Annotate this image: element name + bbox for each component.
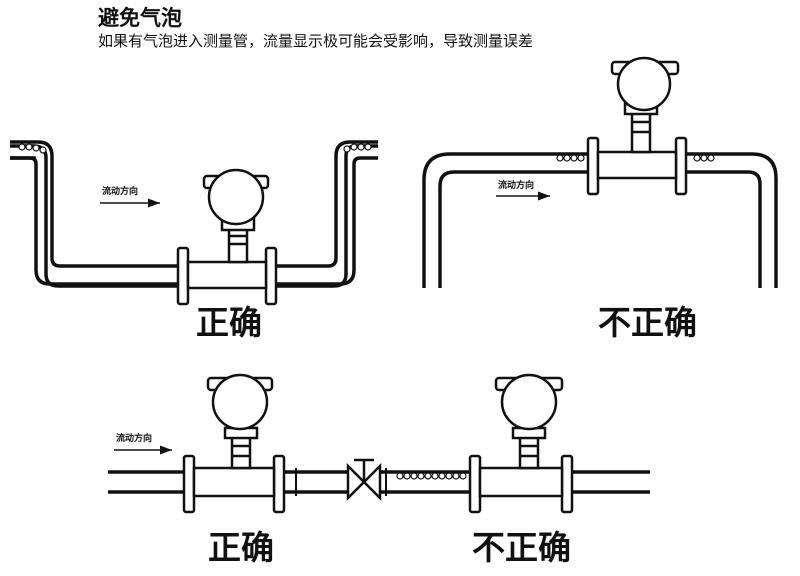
pipe-joints	[295, 468, 387, 496]
pipe-u-body	[10, 140, 378, 286]
verdict-inverted-u-pipe: 不正确	[598, 303, 697, 342]
flowmeter-2	[586, 56, 688, 196]
bubbles-downstream-valve	[396, 472, 467, 480]
page-title: 避免气泡	[98, 6, 182, 30]
bubbles-inverted-u	[556, 154, 715, 162]
flow-label: 流动方向	[498, 179, 534, 191]
flowmeter-1	[176, 168, 278, 306]
flow-direction-3: 流动方向	[114, 432, 172, 455]
flow-direction-1: 流动方向	[100, 185, 160, 208]
pipe-horizontal-body	[108, 470, 650, 494]
flowmeter-4	[468, 373, 574, 514]
flow-label: 流动方向	[116, 432, 152, 444]
bubbles-u-left	[18, 143, 47, 154]
pipe-inverted-u-body	[422, 152, 778, 288]
verdict-upstream-valve: 正确	[208, 528, 274, 567]
bubbles-u-right	[343, 143, 372, 153]
verdict-u-pipe: 正确	[196, 303, 262, 342]
flowmeter-3	[182, 373, 286, 514]
page-subtitle: 如果有气泡进入测量管，流量显示极可能会受影响，导致测量误差	[98, 32, 534, 50]
flow-direction-2: 流动方向	[496, 179, 550, 201]
verdict-downstream-valve: 不正确	[472, 528, 571, 567]
flow-label: 流动方向	[102, 185, 138, 197]
valve	[346, 458, 382, 502]
